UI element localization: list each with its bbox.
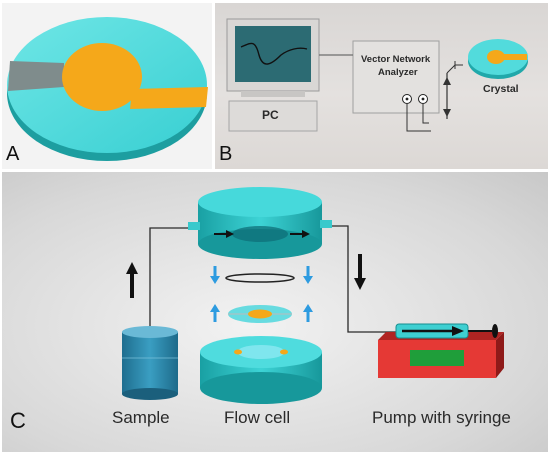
- panel-c-letter: C: [10, 408, 26, 433]
- panel-b-setup-schematic: PC Vector Network Analyzer Crystal B: [215, 3, 548, 169]
- setup-schematic-drawing: [226, 18, 528, 132]
- vna-label-line2: Analyzer: [378, 67, 418, 78]
- resonance-curve: [240, 42, 308, 65]
- monitor-screen: [235, 26, 311, 82]
- gray-electrode-tab: [8, 61, 64, 91]
- panel-c-flow-system: Sample Flow cell Pump with syringe C: [2, 172, 548, 452]
- gold-electrode: [62, 43, 142, 111]
- pump-label: Pump with syringe: [372, 408, 511, 427]
- flow-system-drawing: [122, 187, 504, 404]
- panel-a-letter: A: [6, 143, 20, 165]
- flowcell-label: Flow cell: [224, 408, 291, 427]
- gold-electrode-tab: [130, 87, 208, 109]
- tubing-outlet: [332, 225, 400, 333]
- sample-label: Sample: [112, 408, 170, 427]
- outlet-flow-arrow: [354, 278, 366, 290]
- pump-display: [410, 350, 464, 366]
- panel-b-letter: B: [219, 143, 233, 165]
- monitor-stand: [241, 91, 305, 97]
- vna-label-line1: Vector Network: [361, 54, 431, 65]
- sample-container: [122, 332, 178, 394]
- pc-box: [228, 100, 318, 132]
- inlet-flow-arrow: [126, 262, 138, 274]
- o-ring: [225, 273, 295, 283]
- syringe-plunger: [492, 324, 498, 338]
- crystal-label: Crystal: [483, 83, 519, 95]
- panel-a-crystal-render: A: [2, 3, 212, 169]
- crystal-disc-render: [7, 17, 208, 161]
- pc-label: PC: [262, 108, 279, 122]
